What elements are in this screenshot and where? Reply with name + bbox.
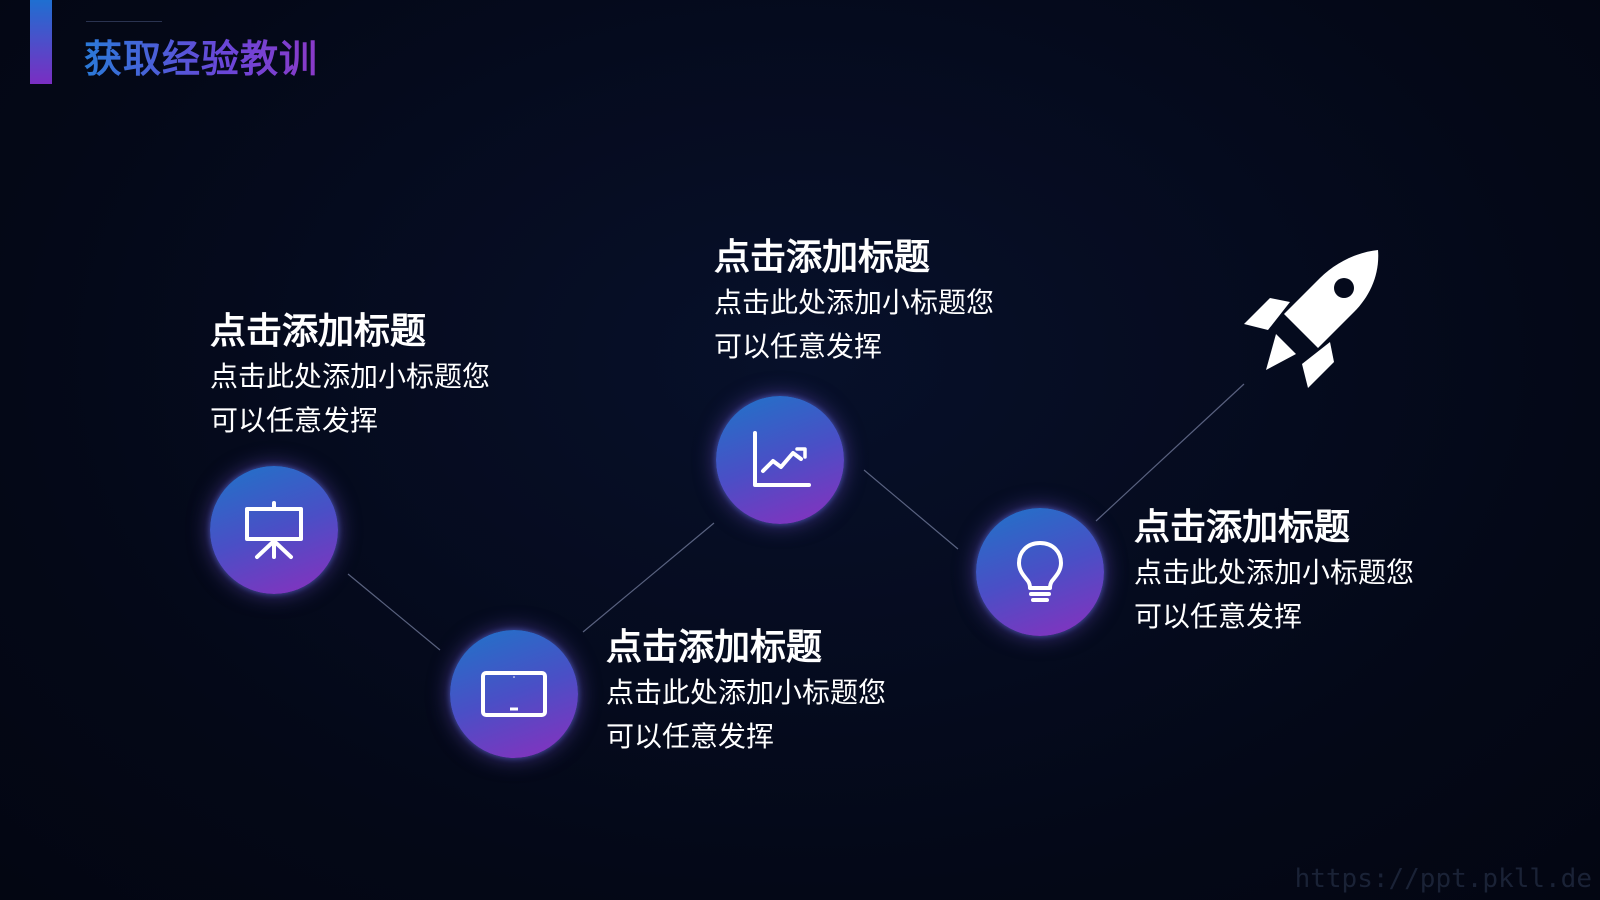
step-1-node (210, 466, 338, 594)
step-3-text: 点击添加标题 点击此处添加小标题您 可以任意发挥 (714, 236, 994, 369)
step-4-text: 点击添加标题 点击此处添加小标题您 可以任意发挥 (1134, 506, 1414, 639)
step-2-node (450, 630, 578, 758)
step-2-desc-line1[interactable]: 点击此处添加小标题您 (606, 676, 887, 710)
page-title: 获取经验教训 (84, 28, 318, 83)
step-2-desc-line2[interactable]: 可以任意发挥 (606, 720, 775, 754)
step-4-node (976, 508, 1104, 636)
step-2-title[interactable]: 点击添加标题 (606, 627, 823, 668)
connector-2-3 (582, 522, 715, 633)
step-3-node (716, 396, 844, 524)
title-accent-bar (30, 0, 52, 84)
step-4-title[interactable]: 点击添加标题 (1134, 507, 1351, 548)
title-rule (86, 21, 162, 22)
rocket-icon (1244, 250, 1379, 388)
connector-3-4 (863, 469, 959, 550)
step-2-text: 点击添加标题 点击此处添加小标题您 可以任意发挥 (606, 626, 886, 759)
step-1-desc-line1[interactable]: 点击此处添加小标题您 (210, 360, 491, 394)
step-4-desc-line2[interactable]: 可以任意发挥 (1134, 600, 1303, 634)
step-1-text: 点击添加标题 点击此处添加小标题您 可以任意发挥 (210, 310, 490, 443)
step-3-title[interactable]: 点击添加标题 (714, 237, 931, 278)
step-1-title[interactable]: 点击添加标题 (210, 311, 427, 352)
step-4-desc-line1[interactable]: 点击此处添加小标题您 (1134, 556, 1415, 590)
step-1-desc-line2[interactable]: 可以任意发挥 (210, 404, 379, 438)
step-3-desc-line1[interactable]: 点击此处添加小标题您 (714, 286, 995, 320)
lightbulb-icon (1017, 541, 1063, 602)
presentation-board-icon (245, 501, 303, 559)
tablet-icon (481, 671, 547, 717)
step-3-desc-line2[interactable]: 可以任意发挥 (714, 330, 883, 364)
connector-1-2 (347, 573, 441, 651)
watermark: https://ppt.pkll.de (1294, 864, 1592, 894)
line-chart-icon (753, 431, 811, 487)
connector-4-rocket (1095, 383, 1245, 522)
